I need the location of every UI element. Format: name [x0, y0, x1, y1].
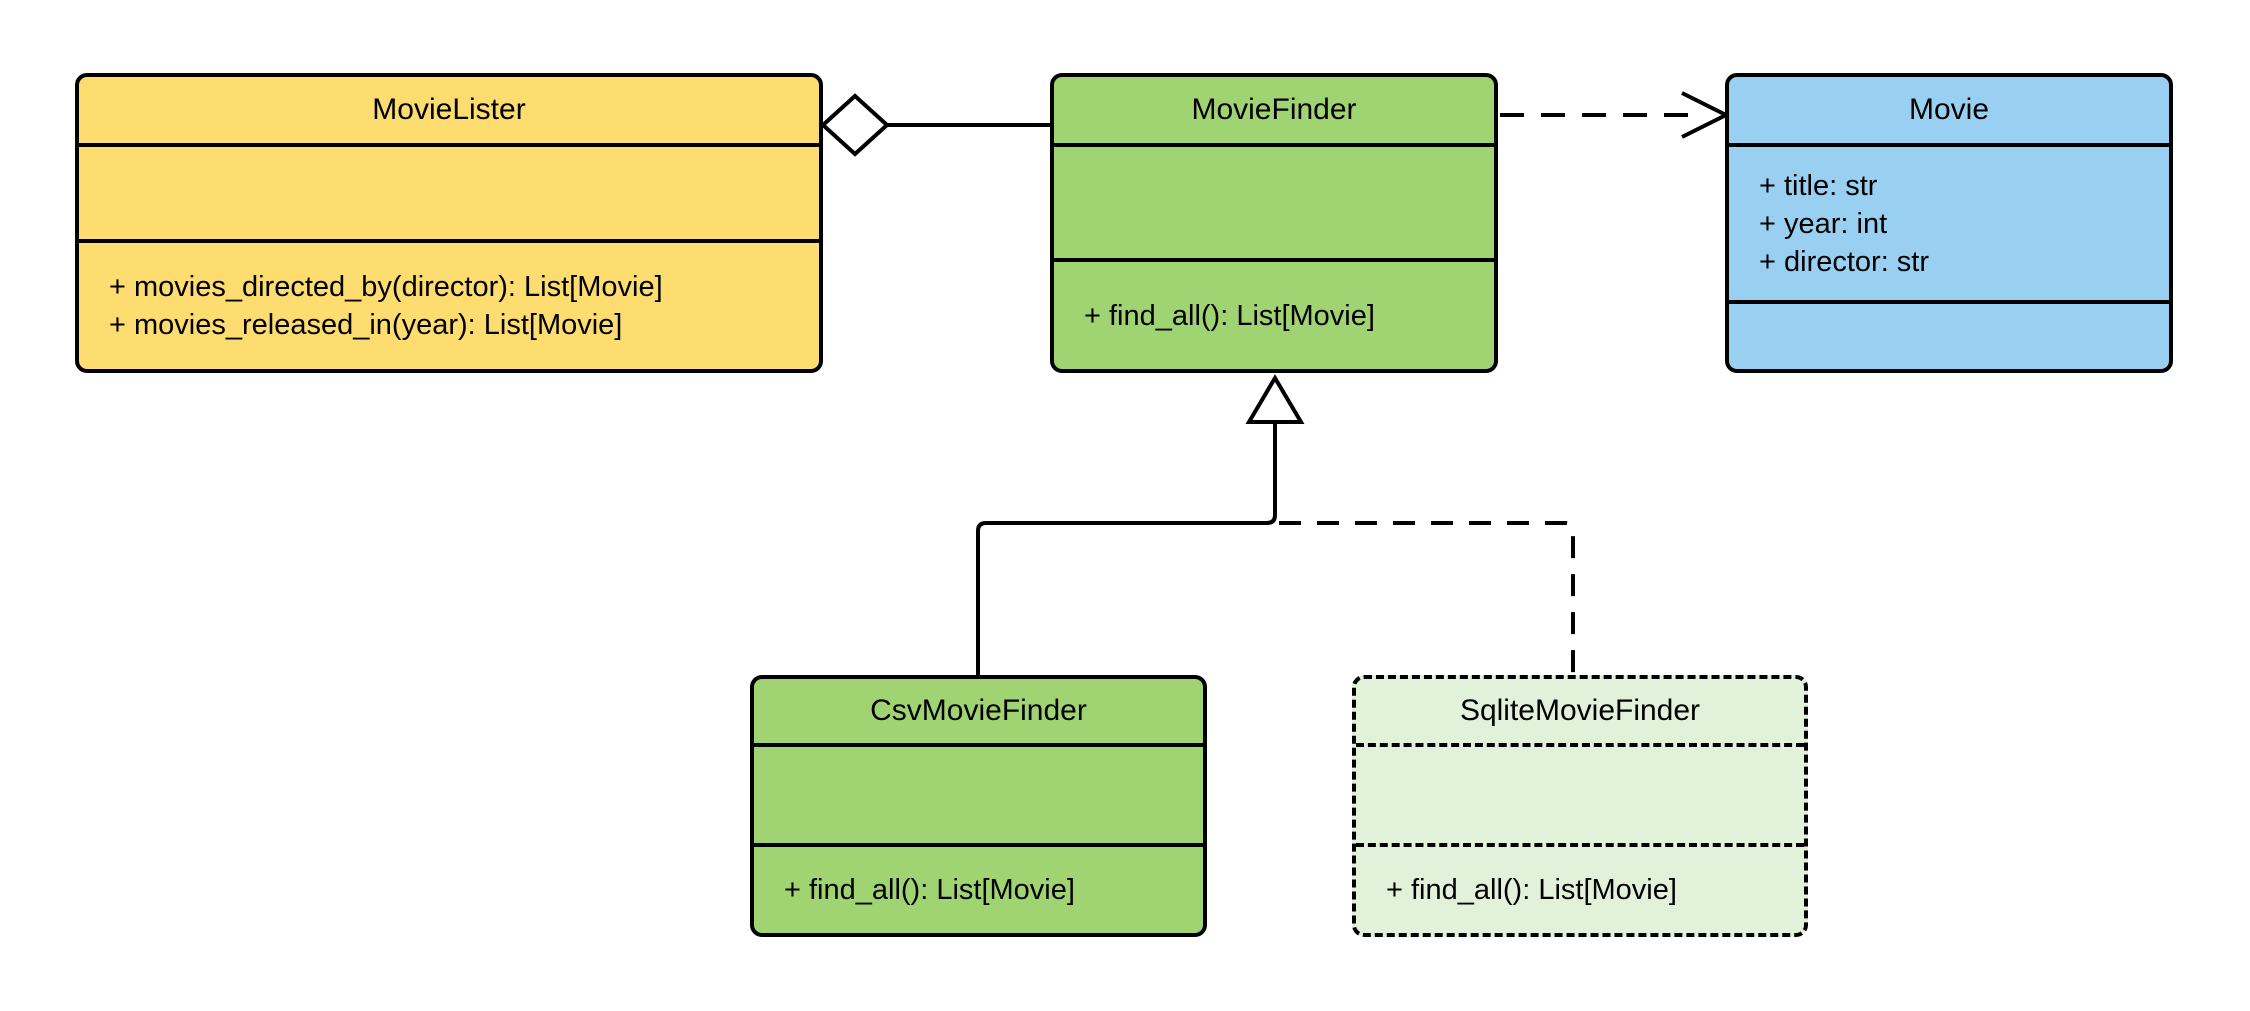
methods-compartment [1729, 300, 2169, 369]
attribute-row: + title: str [1759, 169, 1878, 202]
generalization-line-dashed [1279, 521, 1575, 677]
attributes-compartment [1356, 743, 1804, 843]
methods-compartment: + find_all(): List[Movie] [1356, 843, 1804, 933]
class-title: MovieLister [372, 93, 526, 126]
attributes-compartment [1054, 143, 1494, 258]
methods-compartment: + movies_directed_by(director): List[Mov… [79, 239, 819, 369]
attributes-compartment [79, 143, 819, 239]
attributes-compartment: + title: str + year: int + director: str [1729, 143, 2169, 300]
method-row: + find_all(): List[Movie] [1084, 299, 1375, 332]
class-title: MovieFinder [1191, 93, 1357, 126]
attribute-row: + year: int [1759, 207, 1888, 240]
class-title: SqliteMovieFinder [1459, 694, 1701, 727]
aggregation-diamond-icon [820, 93, 890, 157]
class-box-csvmoviefinder: CsvMovieFinder + find_all(): List[Movie] [750, 675, 1207, 937]
method-row: + find_all(): List[Movie] [784, 874, 1075, 906]
class-title: CsvMovieFinder [870, 694, 1087, 727]
class-box-movie: Movie + title: str + year: int + directo… [1725, 73, 2173, 373]
method-row: + find_all(): List[Movie] [1386, 874, 1677, 906]
method-row: + movies_directed_by(director): List[Mov… [109, 271, 663, 303]
class-box-sqlitemoviefinder: SqliteMovieFinder + find_all(): List[Mov… [1352, 675, 1808, 937]
method-row: + movies_released_in(year): List[Movie] [109, 309, 623, 341]
attribute-row: + director: str [1759, 245, 1930, 278]
dependency-open-arrow-icon [1681, 91, 1731, 139]
class-box-movielister: MovieLister + movies_directed_by(directo… [75, 73, 823, 373]
generalization-triangle-icon [1245, 374, 1305, 424]
class-box-moviefinder: MovieFinder + find_all(): List[Movie] [1050, 73, 1498, 373]
attributes-compartment [754, 743, 1203, 843]
generalization-line-solid [976, 422, 1277, 677]
methods-compartment: + find_all(): List[Movie] [754, 843, 1203, 933]
class-title: Movie [1908, 93, 1990, 126]
methods-compartment: + find_all(): List[Movie] [1054, 258, 1494, 369]
